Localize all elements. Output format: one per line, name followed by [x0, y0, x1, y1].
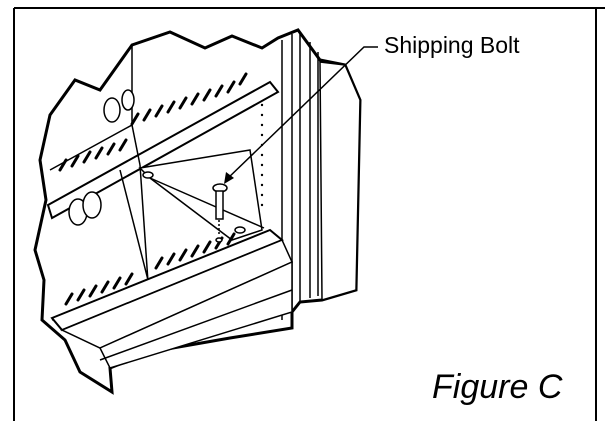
figure-caption: Figure C — [432, 368, 563, 406]
base-edge — [99, 289, 293, 361]
bracket-screw — [234, 226, 246, 234]
partition-edge — [131, 124, 141, 166]
base-kick — [98, 260, 293, 369]
bracket-screw — [142, 171, 154, 179]
callout-leader-line — [225, 46, 378, 181]
lower-shelf-slots — [64, 232, 236, 306]
knockout-holes — [68, 89, 135, 226]
back-bracket-edge — [149, 177, 265, 229]
shipping-bolt-label: Shipping Bolt — [384, 32, 520, 58]
shipping-bolt-icon — [212, 183, 228, 243]
upper-shelf — [46, 80, 280, 220]
partition-edge — [139, 164, 149, 283]
right-side-panel — [319, 61, 361, 301]
callout-arrowhead — [224, 172, 234, 184]
